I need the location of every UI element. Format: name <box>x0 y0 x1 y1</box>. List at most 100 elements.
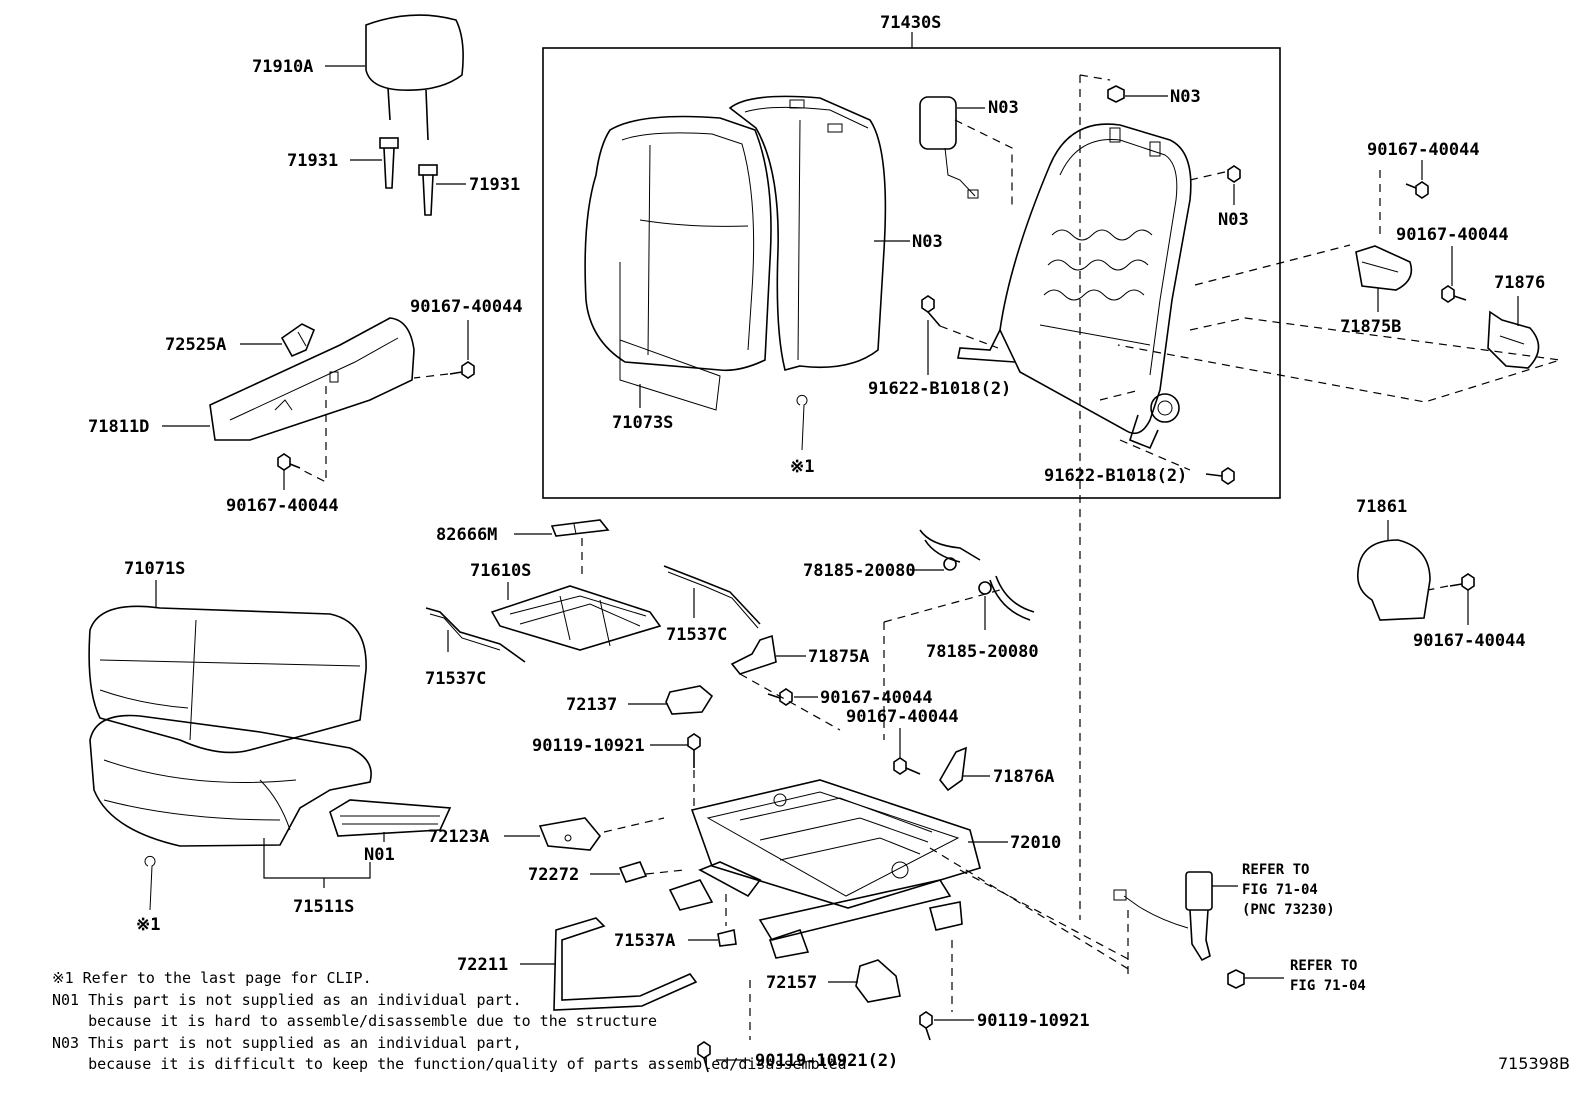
screw-90119-b <box>919 1011 933 1041</box>
label-72211: 72211 <box>457 955 508 975</box>
note-n01-line1: N01 This part is not supplied as an indi… <box>52 990 522 1009</box>
label-n03-airbag: N03 <box>988 98 1019 118</box>
nut-buckle-part <box>1227 969 1245 989</box>
label-71537A: 71537A <box>614 931 675 951</box>
label-72123A: 72123A <box>428 827 489 847</box>
screw-90167-g <box>893 757 921 775</box>
label-90167-e: 90167-40044 <box>1413 631 1526 651</box>
wire-71537C-right <box>663 565 761 629</box>
label-82666M: 82666M <box>436 525 497 545</box>
label-90167-a: 90167-40044 <box>410 297 523 317</box>
label-71931-b: 71931 <box>469 175 520 195</box>
label-71910A: 71910A <box>252 57 313 77</box>
label-72157: 72157 <box>766 973 817 993</box>
label-90119-a: 90119-10921 <box>532 736 645 756</box>
label-n03-cover: N03 <box>912 232 943 252</box>
label-90167-g: 90167-40044 <box>846 707 959 727</box>
label-71931-a: 71931 <box>287 151 338 171</box>
label-71537C-right: 71537C <box>666 625 727 645</box>
ref-label-1b: FIG 71-04 <box>1242 882 1318 898</box>
wire-71537C-left <box>425 607 526 663</box>
recliner-cover-part <box>209 317 415 441</box>
label-90167-f: 90167-40044 <box>820 688 933 708</box>
harness-clamp-78185-b <box>978 575 1035 621</box>
clip-72137-part <box>665 685 714 715</box>
bolt-91622-right <box>1205 467 1235 485</box>
screw-90167-recliner-b <box>277 453 301 471</box>
recliner-knob-part <box>280 323 316 358</box>
bracket-72123A-part <box>538 817 602 851</box>
seat-cushion-cover-part <box>88 605 367 754</box>
screw-90167-f <box>767 688 793 706</box>
label-n01: N01 <box>364 845 395 865</box>
label-71875A: 71875A <box>808 647 869 667</box>
ref-label-1c: (PNC 73230) <box>1242 902 1335 918</box>
seatback-rear-cover-part <box>728 95 887 371</box>
label-71071S: 71071S <box>124 559 185 579</box>
label-71430S: 71430S <box>880 13 941 33</box>
label-90167-d: 90167-40044 <box>1396 225 1509 245</box>
figure-code: 715398B <box>1497 1054 1570 1073</box>
label-78185-a: 78185-20080 <box>803 561 916 581</box>
label-72010: 72010 <box>1010 833 1061 853</box>
clip-72272-part <box>618 861 648 883</box>
wire-72211-part <box>553 917 698 1011</box>
screw-90119-a <box>687 733 701 768</box>
label-72272: 72272 <box>528 865 579 885</box>
label-72137: 72137 <box>566 695 617 715</box>
note-clip: ※1 Refer to the last page for CLIP. <box>52 969 372 987</box>
note-n03-line2: because it is difficult to keep the func… <box>52 1055 847 1073</box>
pad-71537A-part <box>717 929 737 947</box>
spring-71610S-part <box>490 585 662 651</box>
seatbelt-buckle-part <box>1113 871 1213 962</box>
cover-71875A-part <box>730 634 777 675</box>
headrest-guide-b <box>418 164 438 216</box>
screw-90167-e <box>1449 573 1475 591</box>
label-71875B: 71875B <box>1340 317 1401 337</box>
screw-90167-c <box>1405 181 1429 199</box>
label-n03-nut: N03 <box>1170 87 1201 107</box>
cover-71875B-part <box>1355 245 1413 291</box>
label-78185-b: 78185-20080 <box>926 642 1039 662</box>
bracket-82666M-part <box>550 519 610 537</box>
cover-71876-part <box>1487 310 1540 369</box>
label-71811D: 71811D <box>88 417 149 437</box>
ref-label-2b: FIG 71-04 <box>1290 978 1366 994</box>
label-71876: 71876 <box>1494 273 1545 293</box>
side-airbag-module-part <box>919 96 979 199</box>
label-90119-b: 90119-10921 <box>977 1011 1090 1031</box>
seatback-frame-part <box>957 123 1192 450</box>
cover-72157-part <box>855 959 901 1003</box>
headrest-guide-a <box>379 137 399 189</box>
label-71511S: 71511S <box>293 897 354 917</box>
ref-label-2a: REFER TO <box>1290 958 1357 974</box>
label-71861: 71861 <box>1356 497 1407 517</box>
clip-symbol-icon <box>796 395 808 451</box>
label-71610S: 71610S <box>470 561 531 581</box>
label-72525A: 72525A <box>165 335 226 355</box>
note-n03-line1: N03 This part is not supplied as an indi… <box>52 1033 522 1052</box>
label-90167-c: 90167-40044 <box>1367 140 1480 160</box>
cover-71876A-part <box>939 746 967 792</box>
label-91622-right: 91622-B1018(2) <box>1044 466 1187 486</box>
screw-90167-d <box>1441 285 1467 303</box>
label-90167-b: 90167-40044 <box>226 496 339 516</box>
note-n01-line2: because it is hard to assemble/disassemb… <box>52 1012 658 1030</box>
label-clip-ref-1: ※1 <box>790 457 814 477</box>
seat-adjuster-72010-part <box>668 779 981 959</box>
ref-label-1a: REFER TO <box>1242 862 1309 878</box>
cushion-pan-n01-part <box>329 799 452 837</box>
label-71876A: 71876A <box>993 767 1054 787</box>
harness-clamp-78185-a <box>919 529 981 571</box>
cover-71861-part <box>1356 539 1431 621</box>
label-clip-ref-2: ※1 <box>136 915 160 935</box>
seat-cushion-pad-part <box>89 714 372 847</box>
footnotes: ※1 Refer to the last page for CLIP. N01 … <box>52 968 847 1076</box>
nut-n03-small-part <box>1227 165 1241 183</box>
label-n03-nut-2: N03 <box>1218 210 1249 230</box>
seatback-cover-part <box>584 115 772 411</box>
screw-90167-recliner-a <box>449 361 475 379</box>
label-71537C-left: 71537C <box>425 669 486 689</box>
